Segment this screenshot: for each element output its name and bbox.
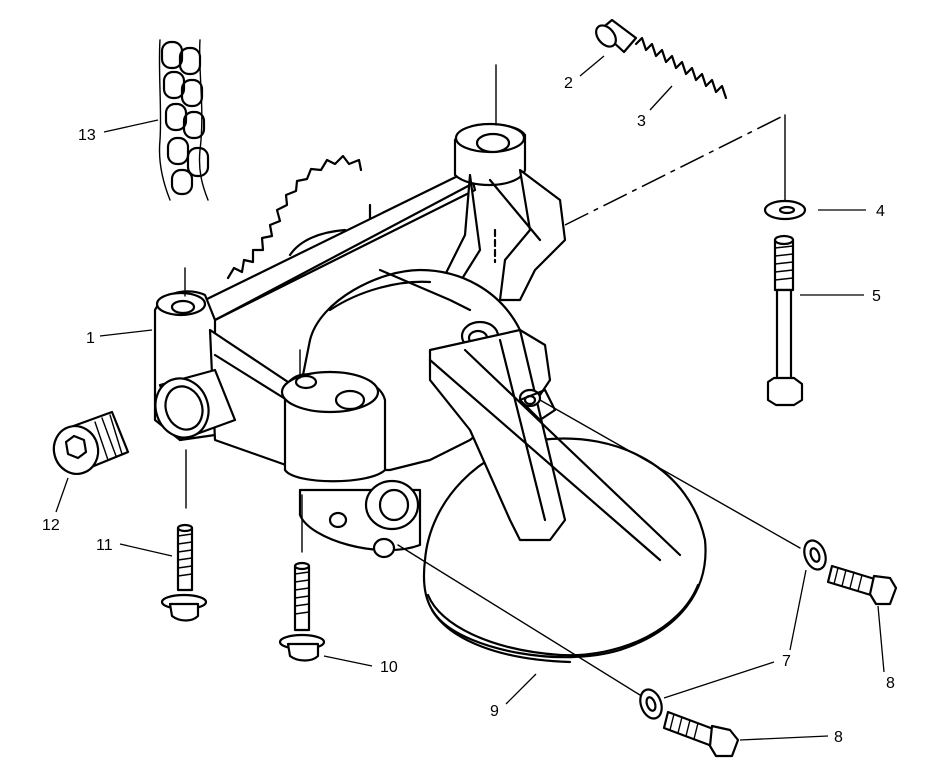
timing-chain — [158, 39, 210, 201]
hex-bolt-8-upper — [826, 564, 898, 606]
callout-3: 3 — [637, 113, 646, 130]
callout-11: 11 — [96, 537, 113, 554]
flanged-bolt-10 — [278, 561, 326, 662]
hex-bolt-8-lower — [662, 710, 740, 758]
washer-4 — [763, 199, 807, 221]
callout-8-upper: 8 — [886, 675, 895, 692]
callout-9: 9 — [490, 703, 499, 720]
leader-lines — [55, 55, 885, 741]
callout-10: 10 — [380, 659, 398, 676]
callout-labels: 1 2 3 4 5 7 8 8 9 10 11 12 13 — [42, 75, 895, 746]
callout-12: 12 — [42, 517, 60, 534]
callout-7: 7 — [782, 653, 791, 670]
oil-pump-body — [153, 122, 707, 664]
flanged-bolt-11 — [160, 523, 208, 622]
washer-7-upper — [803, 539, 827, 571]
hex-socket-plug — [52, 410, 130, 475]
relief-valve-spring — [634, 36, 728, 100]
callout-13: 13 — [78, 127, 96, 144]
washer-7-lower — [639, 688, 663, 720]
callout-2: 2 — [564, 75, 573, 92]
centre-lines — [184, 64, 801, 696]
long-bolt-5 — [766, 234, 804, 407]
callout-5: 5 — [872, 288, 881, 305]
relief-valve-plunger — [595, 18, 638, 54]
callout-4: 4 — [876, 203, 885, 220]
callout-8-lower: 8 — [834, 729, 843, 746]
callout-1: 1 — [86, 330, 95, 347]
